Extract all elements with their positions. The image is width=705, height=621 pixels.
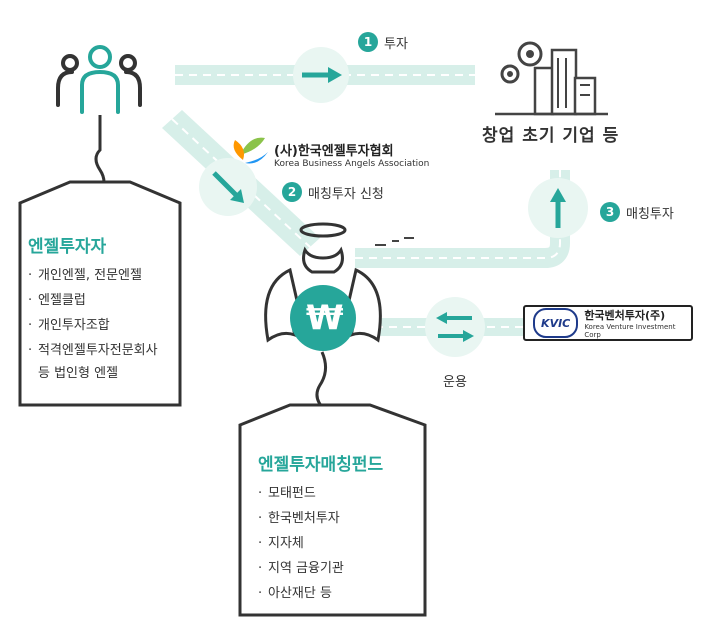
list-item: 한국벤처투자 — [258, 506, 418, 531]
kvic-english-name: Korea Venture Investment Corp — [584, 323, 676, 339]
angel-investor-title: 엔젤투자자 — [28, 237, 107, 257]
startup-building-icon — [495, 41, 608, 116]
kvic-box: KVIC 한국벤처투자(주) Korea Venture Investment … — [523, 305, 693, 341]
operation-arrow-circle — [425, 297, 485, 357]
angel-investor-content: 엔젤투자자 개인엔젤, 전문엔젤 엔젤클럽 개인투자조합 적격엔젤투자전문회사 … — [28, 232, 178, 385]
association-leaf-logo — [233, 137, 268, 164]
list-item: 엔젤클럽 — [28, 288, 178, 313]
kvic-name: 한국벤처투자(주) — [584, 309, 666, 322]
step2-arrow-circle — [199, 158, 257, 216]
list-item: 모태펀드 — [258, 481, 418, 506]
angel-investor-list: 개인엔젤, 전문엔젤 엔젤클럽 개인투자조합 적격엔젤투자전문회사 — [28, 263, 178, 363]
angel-investor-continuation: 등 법인형 엔젤 — [38, 366, 119, 381]
step2-label: 2 매칭투자 신청 — [282, 182, 384, 202]
step3-number: 3 — [600, 202, 620, 222]
decoration-dashes — [375, 237, 414, 246]
investors-people-icon — [56, 45, 142, 114]
matching-fund-title: 엔젤투자매칭펀드 — [258, 455, 384, 475]
association-english-name: Korea Business Angels Association — [274, 159, 430, 169]
step1-arrow-circle — [293, 47, 349, 103]
list-item: 개인투자조합 — [28, 313, 178, 338]
step3-text: 매칭투자 — [626, 206, 674, 222]
startup-label: 창업 초기 기업 등 — [482, 126, 620, 146]
won-symbol: ₩ — [306, 298, 344, 338]
matching-fund-list: 모태펀드 한국벤처투자 지자체 지역 금융기관 아산재단 등 — [258, 481, 418, 606]
list-item: 지역 금융기관 — [258, 556, 418, 581]
step3-label: 3 매칭투자 — [600, 202, 674, 222]
angel-association: (사)한국엔젤투자협회 Korea Business Angels Associ… — [274, 140, 429, 169]
step2-number: 2 — [282, 182, 302, 202]
list-item: 지자체 — [258, 531, 418, 556]
kvic-text: 한국벤처투자(주) Korea Venture Investment Corp — [584, 307, 683, 339]
operation-label: 운용 — [443, 375, 467, 390]
angel-fund-icon — [264, 222, 382, 412]
matching-fund-content: 엔젤투자매칭펀드 모태펀드 한국벤처투자 지자체 지역 금융기관 아산재단 등 — [258, 450, 418, 606]
step1-text: 투자 — [384, 36, 408, 52]
step1-number: 1 — [358, 32, 378, 52]
kvic-logo: KVIC — [533, 308, 579, 338]
association-name: (사)한국엔젤투자협회 — [274, 144, 394, 159]
list-item: 아산재단 등 — [258, 581, 418, 606]
step2-text: 매칭투자 신청 — [308, 186, 384, 202]
step3-arrow-circle — [528, 178, 588, 238]
step1-label: 1 투자 — [358, 32, 408, 52]
list-item: 적격엔젤투자전문회사 — [28, 338, 178, 363]
list-item: 개인엔젤, 전문엔젤 — [28, 263, 178, 288]
